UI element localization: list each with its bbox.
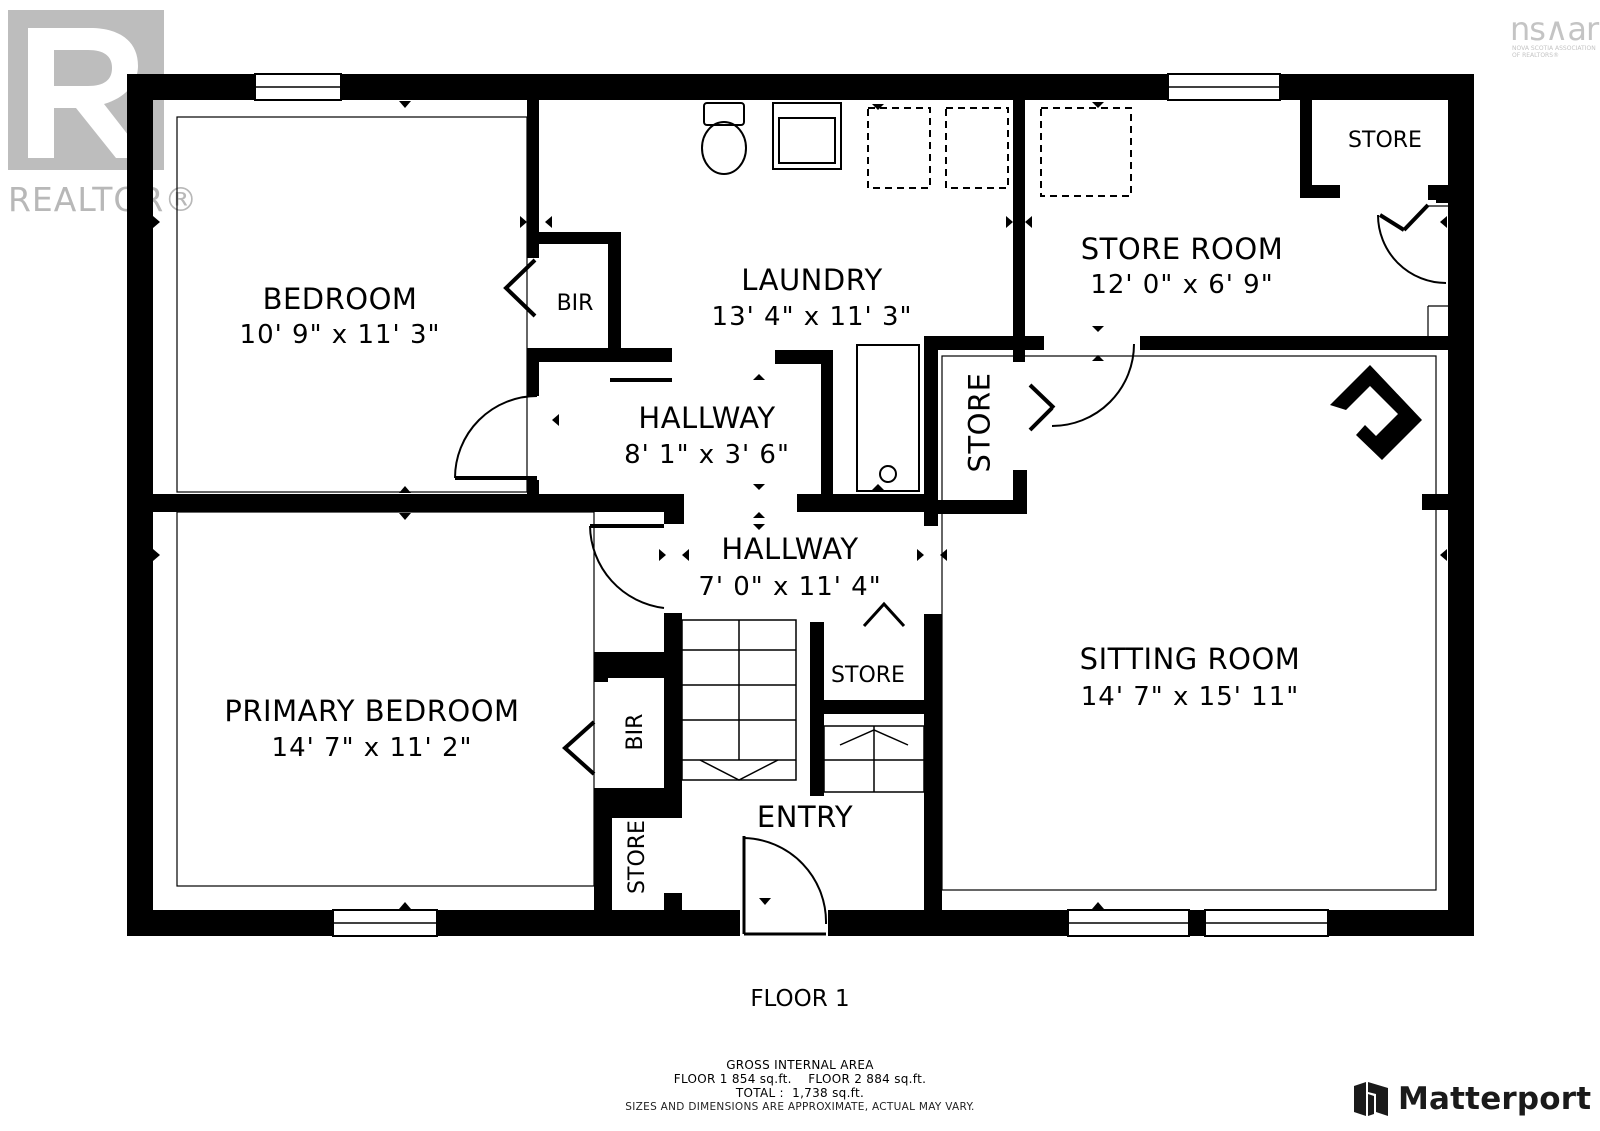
room-dims-store-room: 12' 0" x 6' 9" — [1090, 270, 1274, 300]
inner-lines — [176, 116, 1448, 891]
room-name-bedroom: BEDROOM — [262, 282, 418, 316]
room-name-primary-bedroom: PRIMARY BEDROOM — [224, 694, 520, 728]
room-name-bir-top: BIR — [556, 291, 594, 316]
room-name-hallway-upper: HALLWAY — [638, 401, 776, 435]
room-dims-hallway-lower: 7' 0" x 11' 4" — [698, 572, 882, 602]
room-name-bir-bottom: BIR — [623, 713, 648, 751]
room-name-store-bottom: STORE — [625, 820, 650, 894]
gross-area-summary: GROSS INTERNAL AREA FLOOR 1 854 sq.ft. F… — [560, 1058, 1040, 1114]
room-name-sitting-room: SITTING ROOM — [1079, 642, 1301, 676]
appliances — [867, 107, 1132, 197]
floor-title: FLOOR 1 — [750, 986, 850, 1012]
room-name-store-room: STORE ROOM — [1080, 232, 1284, 266]
realtor-wordmark: REALTOR® — [8, 180, 199, 219]
matterport-logo-icon — [1354, 1082, 1388, 1116]
room-name-hallway-lower: HALLWAY — [721, 532, 859, 566]
room-name-store-stairs: STORE — [831, 663, 905, 688]
room-dims-sitting-room: 14' 7" x 15' 11" — [1080, 682, 1300, 712]
matterport-brand: Matterport — [1352, 1080, 1591, 1118]
doors — [454, 203, 1447, 936]
area-floors: FLOOR 1 854 sq.ft. FLOOR 2 884 sq.ft. — [673, 1072, 927, 1086]
stairs — [681, 619, 925, 793]
room-dims-primary-bedroom: 14' 7" x 11' 2" — [271, 733, 473, 763]
dimension-arrows — [153, 101, 1447, 909]
nsar-logo: ns∧ar — [1510, 10, 1599, 48]
room-name-store-middle: STORE — [962, 372, 997, 473]
nsar-subtitle: NOVA SCOTIA ASSOCIATION OF REALTORS® — [1512, 45, 1596, 59]
room-name-entry: ENTRY — [756, 800, 854, 834]
room-name-store-top-right: STORE — [1348, 128, 1422, 153]
room-name-laundry: LAUNDRY — [741, 263, 883, 297]
area-heading: GROSS INTERNAL AREA — [726, 1058, 874, 1072]
matterport-wordmark: Matterport — [1398, 1081, 1592, 1117]
room-dims-hallway-upper: 8' 1" x 3' 6" — [624, 440, 790, 470]
room-dims-bedroom: 10' 9" x 11' 3" — [239, 320, 441, 350]
windows — [254, 73, 1329, 937]
fixtures — [701, 102, 920, 492]
area-disclaimer: SIZES AND DIMENSIONS ARE APPROXIMATE, AC… — [625, 1101, 975, 1113]
room-dims-laundry: 13' 4" x 11' 3" — [711, 302, 913, 332]
area-total: TOTAL : 1,738 sq.ft. — [735, 1086, 865, 1100]
